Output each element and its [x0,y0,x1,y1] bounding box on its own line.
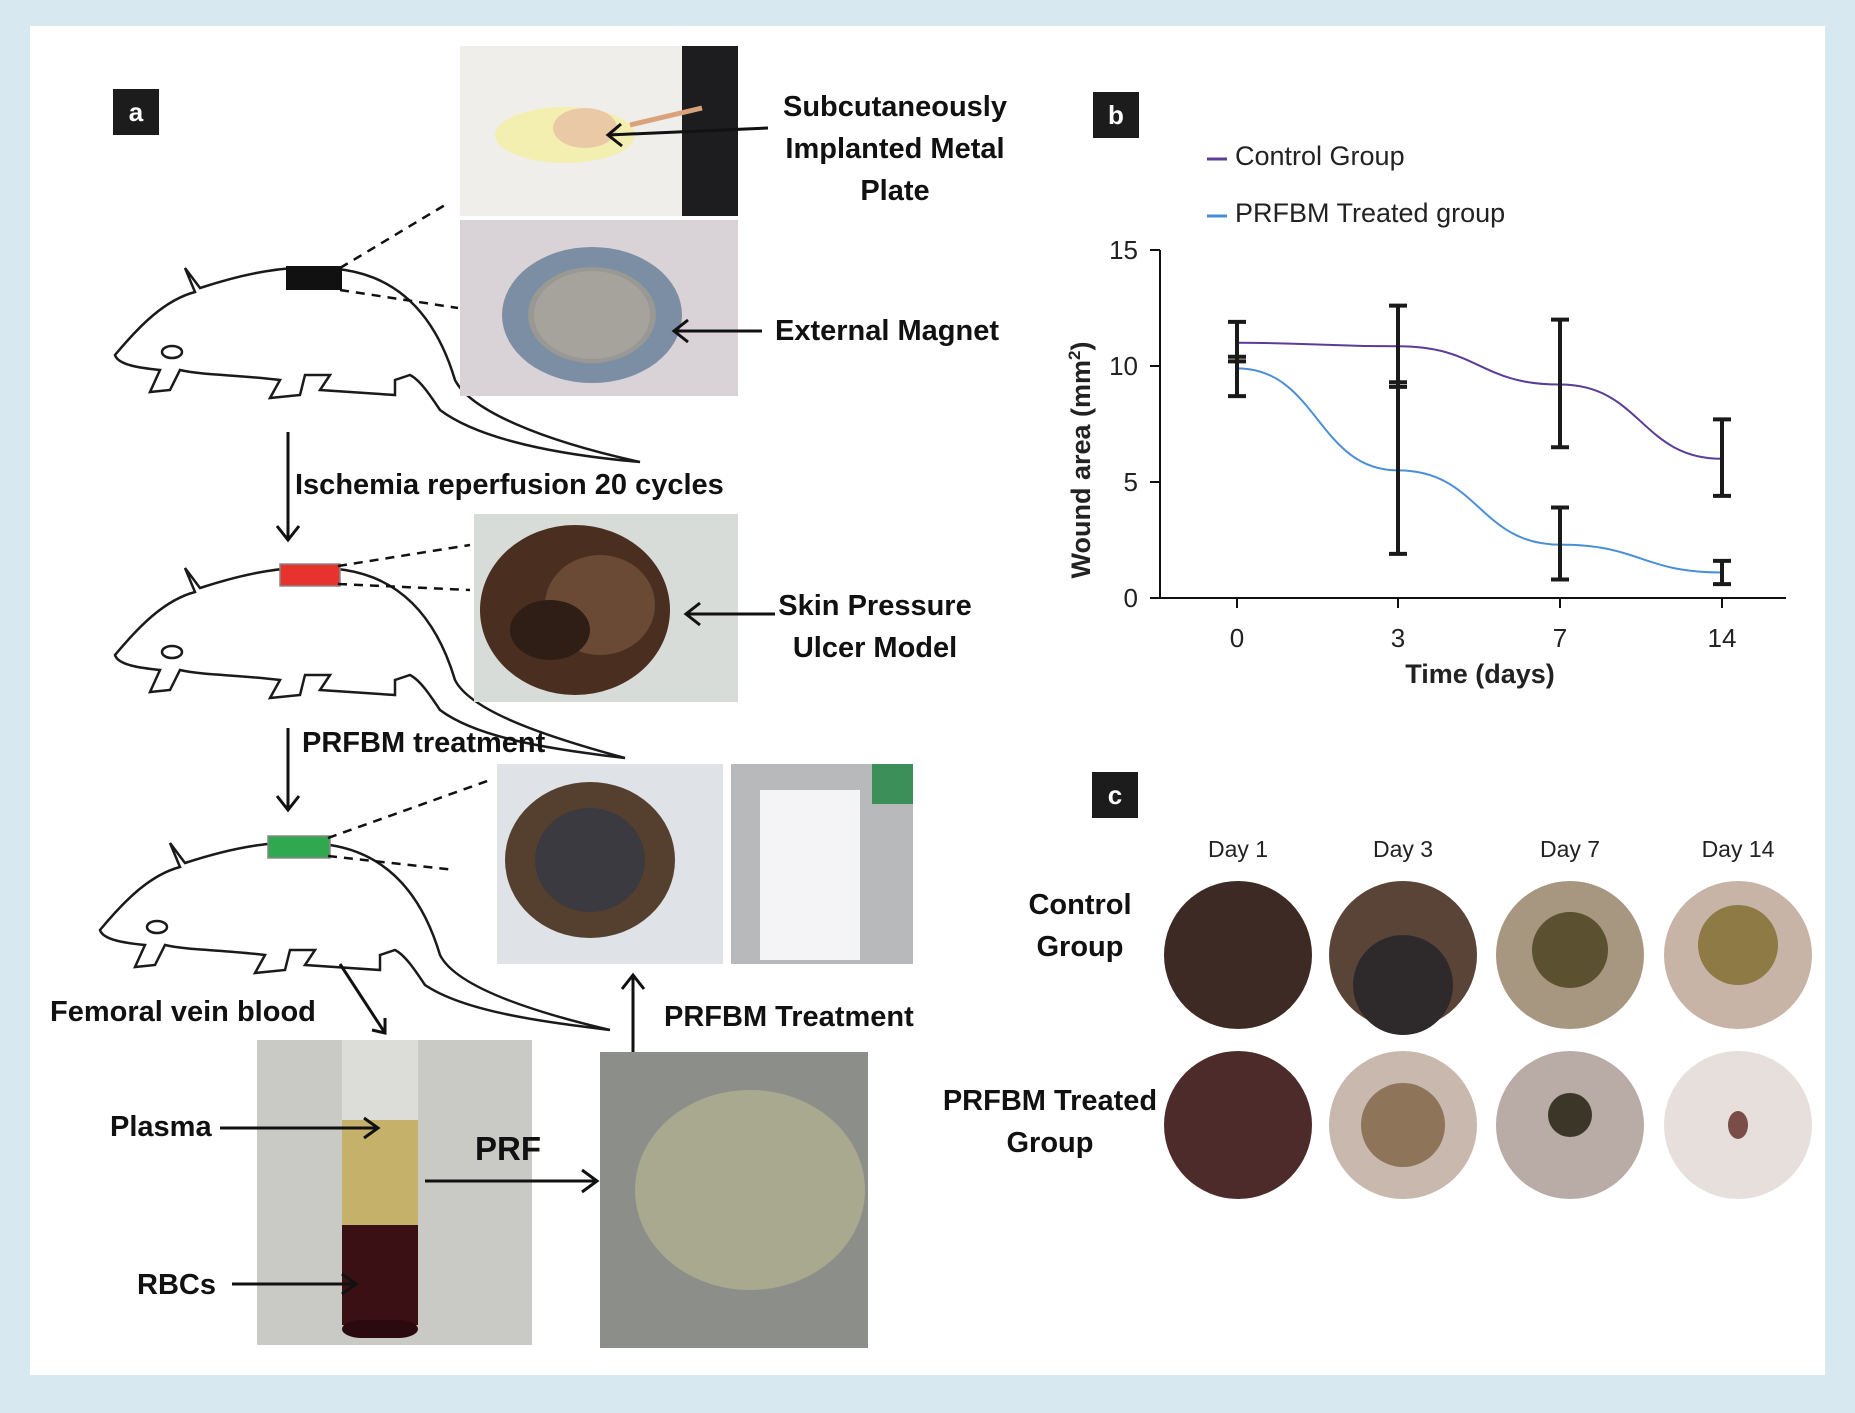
label-prfbm-treatment: PRFBM treatment [302,727,546,759]
panel-c-badge: c [1092,772,1138,818]
label-implant-line1: Subcutaneously [783,91,1007,123]
photo-treated-wound [497,764,723,964]
photo-external-magnet [460,220,738,396]
y-tick-label-5: 5 [1124,467,1138,497]
label-femoral-vein-blood: Femoral vein blood [50,996,316,1028]
ulcer-marker [279,563,341,587]
day-label-14: Day 14 [1701,836,1775,862]
y-tick-label-10: 10 [1109,351,1138,381]
y-tick-label-15: 15 [1109,235,1138,265]
x-tick-label-0: 0 [1230,623,1244,653]
row-label-control-line2: Group [1036,931,1124,963]
dashed-connectors [327,203,491,872]
photo-blood-tube [257,1040,532,1345]
control-day1-photo [1164,881,1312,1029]
photo-ulcer [474,514,738,702]
label-implant-line3: Plate [860,175,930,207]
chart-plot-area: 0 5 10 15 0 3 7 14 [1109,157,1786,653]
wound-photo-grid [1164,881,1812,1199]
x-axis-title: Time (days) [1405,659,1555,689]
series-line-0 [1236,341,1723,460]
label-rbcs: RBCs [137,1269,216,1301]
label-prfbm-treatment-2: PRFBM Treatment [664,1001,914,1033]
x-tick-label-14: 14 [1708,623,1737,653]
series-line-1 [1236,367,1723,574]
y-ticks: 0 5 10 15 [1109,235,1160,613]
row-label-prfbm-line2: Group [1006,1127,1094,1159]
day-label-7: Day 7 [1539,836,1601,862]
day-label-3: Day 3 [1372,836,1434,862]
rat-illustration-1 [113,266,641,464]
legend-control-label: Control Group [1235,141,1405,171]
x-tick-label-3: 3 [1391,623,1405,653]
rat-illustration-2 [113,566,626,760]
panel-b-badge: b [1093,92,1139,138]
photo-dressing [731,764,913,964]
label-ischemia-reperfusion: Ischemia reperfusion 20 cycles [295,469,724,501]
label-implant-line2: Implanted Metal [785,133,1005,165]
x-ticks: 0 3 7 14 [1230,598,1737,653]
rat-illustration-3 [98,841,611,1032]
legend-prfbm-label: PRFBM Treated group [1235,198,1506,228]
y-axis-title: Wound area (mm2) [1065,341,1096,579]
day-label-1: Day 1 [1207,836,1269,862]
photo-prf-membrane [600,1052,868,1348]
label-prf: PRF [475,1130,541,1167]
prfbm-day1-photo [1164,1051,1312,1199]
label-plasma: Plasma [110,1111,212,1143]
label-external-magnet: External Magnet [775,315,999,347]
label-ulcer-line2: Ulcer Model [792,632,958,664]
label-ulcer-line1: Skin Pressure [778,590,972,622]
y-tick-label-0: 0 [1124,583,1138,613]
panel-a-badge: a [113,89,159,135]
series-lines [1236,341,1723,574]
process-arrows [220,122,775,1296]
error-bars [1228,303,1731,587]
row-label-prfbm-line1: PRFBM Treated [942,1085,1158,1117]
metal-plate-marker [286,266,342,290]
treatment-marker [267,835,331,859]
x-tick-label-7: 7 [1553,623,1567,653]
row-label-control-line1: Control [1028,889,1132,921]
